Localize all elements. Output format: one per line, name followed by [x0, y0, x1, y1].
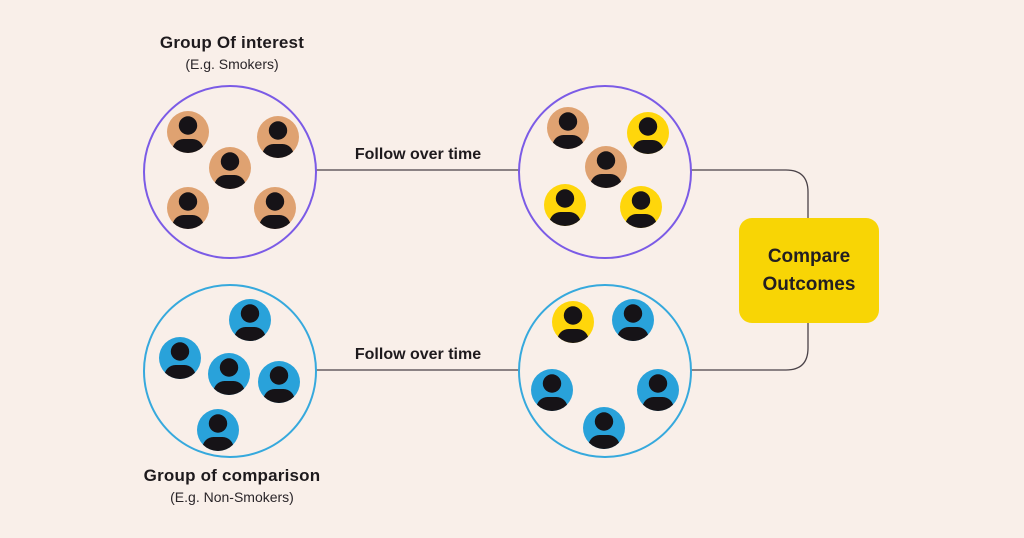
person-icon: [254, 187, 296, 229]
group-of-interest-label: Group Of interest (E.g. Smokers): [122, 33, 342, 72]
person-icon: [552, 301, 594, 343]
person-icon: [531, 369, 573, 411]
follow-over-time-label-bottom: Follow over time: [354, 346, 482, 363]
group-circle-group-of-interest-start: [143, 85, 317, 259]
person-icon: [257, 116, 299, 158]
person-icon: [208, 353, 250, 395]
group-circle-group-of-interest-followed: [518, 85, 692, 259]
group-of-comparison-subtitle: (E.g. Non-Smokers): [170, 489, 294, 505]
person-icon: [209, 147, 251, 189]
group-circle-group-of-comparison-start: [143, 284, 317, 458]
person-icon: [637, 369, 679, 411]
follow-over-time-label-top: Follow over time: [354, 146, 482, 163]
person-icon: [167, 111, 209, 153]
person-icon: [547, 107, 589, 149]
person-icon: [612, 299, 654, 341]
person-icon: [583, 407, 625, 449]
group-circle-group-of-comparison-followed: [518, 284, 692, 458]
group-of-comparison-title: Group of comparison: [143, 466, 321, 485]
person-icon: [620, 186, 662, 228]
compare-outcomes-box: Compare Outcomes: [739, 218, 879, 323]
group-of-interest-subtitle: (E.g. Smokers): [185, 56, 279, 72]
person-icon: [627, 112, 669, 154]
person-icon: [159, 337, 201, 379]
person-icon: [197, 409, 239, 451]
person-icon: [167, 187, 209, 229]
person-icon: [544, 184, 586, 226]
person-icon: [585, 146, 627, 188]
group-of-comparison-label: Group of comparison (E.g. Non-Smokers): [112, 466, 352, 505]
person-icon: [258, 361, 300, 403]
group-of-interest-title: Group Of interest: [159, 33, 305, 52]
compare-outcomes-label: Compare Outcomes: [762, 245, 856, 295]
person-icon: [229, 299, 271, 341]
